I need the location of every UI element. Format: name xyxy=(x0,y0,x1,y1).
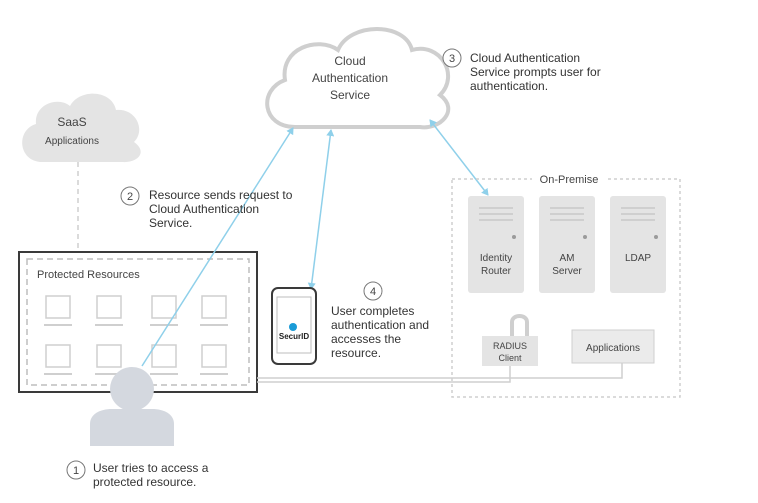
protected-title: Protected Resources xyxy=(37,269,140,281)
step-4-badge xyxy=(363,281,383,301)
resources-to-apps-connector xyxy=(257,363,623,379)
step-2-number: 2 xyxy=(127,191,133,203)
step-4-text-line1: User completes xyxy=(331,304,414,318)
resource-tile xyxy=(201,344,227,368)
step-1-number: 1 xyxy=(73,465,79,477)
step-4-text-line2: authentication and xyxy=(331,318,429,332)
step-2-badge xyxy=(120,186,140,206)
on-premise-title-bg xyxy=(532,170,608,186)
resource-tile xyxy=(45,295,71,319)
step-2: 2 Resource sends request to Cloud Authen… xyxy=(120,186,293,230)
resource-tile xyxy=(96,295,122,319)
step-3-badge xyxy=(442,48,462,68)
step-3: 3 Cloud Authentication Service prompts u… xyxy=(442,48,601,93)
step-1-badge xyxy=(66,460,86,480)
step-2-text-line3: Service. xyxy=(149,216,192,230)
resource-tile xyxy=(151,344,177,368)
arrow-phone-cloud xyxy=(307,129,335,290)
cloud-auth-line2: Authentication xyxy=(312,71,388,85)
cloud-auth-line1: Cloud xyxy=(334,54,365,68)
resource-tile xyxy=(96,344,122,368)
radius-line2: Client xyxy=(498,353,522,363)
step-2-text-line2: Cloud Authentication xyxy=(149,202,259,216)
resource-tile xyxy=(201,295,227,319)
am-server-line2: Server xyxy=(552,266,582,277)
identity-router-line2: Router xyxy=(481,266,512,277)
step-3-number: 3 xyxy=(449,53,455,65)
step-4-text-line3: accesses the xyxy=(331,332,401,346)
identity-router-server: Identity Router xyxy=(468,196,524,293)
step-1-text-line2: protected resource. xyxy=(93,475,196,489)
onprem-applications: Applications xyxy=(571,329,655,364)
resource-tile xyxy=(45,344,71,368)
securid-logo-icon xyxy=(289,323,297,331)
step-3-text-line3: authentication. xyxy=(470,79,548,93)
phone-label: SecurID xyxy=(279,332,309,341)
onprem-applications-label: Applications xyxy=(586,343,640,354)
ldap-server: LDAP xyxy=(610,196,666,293)
step-3-text-line2: Service prompts user for xyxy=(470,65,601,79)
am-server-line1: AM xyxy=(560,253,575,264)
arrow-cloud-identity-router xyxy=(429,119,489,196)
cloud-auth-service: Cloud Authentication Service xyxy=(265,27,451,130)
saas-line1: SaaS xyxy=(57,115,86,129)
radius-client: RADIUS Client xyxy=(482,314,538,366)
identity-router-line1: Identity xyxy=(480,253,512,264)
step-4-text-line4: resource. xyxy=(331,346,381,360)
user-icon xyxy=(90,367,174,446)
saas-cloud-shape xyxy=(22,93,141,163)
step-1-text-line1: User tries to access a xyxy=(93,461,209,475)
saas-line2: Applications xyxy=(45,136,99,147)
saas-cloud: SaaS Applications xyxy=(22,93,141,163)
protected-inner-box xyxy=(26,258,250,386)
ldap-line1: LDAP xyxy=(625,253,651,264)
step-4-number: 4 xyxy=(370,286,376,298)
cloud-auth-line3: Service xyxy=(330,88,370,102)
phone-securid: SecurID xyxy=(271,287,317,365)
step-2-text-line1: Resource sends request to xyxy=(149,188,293,202)
step-4: 4 User completes authentication and acce… xyxy=(331,281,429,360)
on-premise-title: On-Premise xyxy=(540,174,599,186)
step-1: 1 User tries to access a protected resou… xyxy=(66,460,209,489)
on-premise: On-Premise Identity Router AM Server xyxy=(257,170,681,398)
resource-tile xyxy=(151,295,177,319)
resources-to-radius-connector xyxy=(257,366,511,383)
cloud-auth-shape xyxy=(265,27,451,130)
arrow-resource-to-cloud xyxy=(141,127,294,367)
radius-line1: RADIUS xyxy=(493,341,527,351)
radius-antenna-icon xyxy=(510,314,529,336)
step-3-text-line1: Cloud Authentication xyxy=(470,51,580,65)
am-server: AM Server xyxy=(539,196,595,293)
